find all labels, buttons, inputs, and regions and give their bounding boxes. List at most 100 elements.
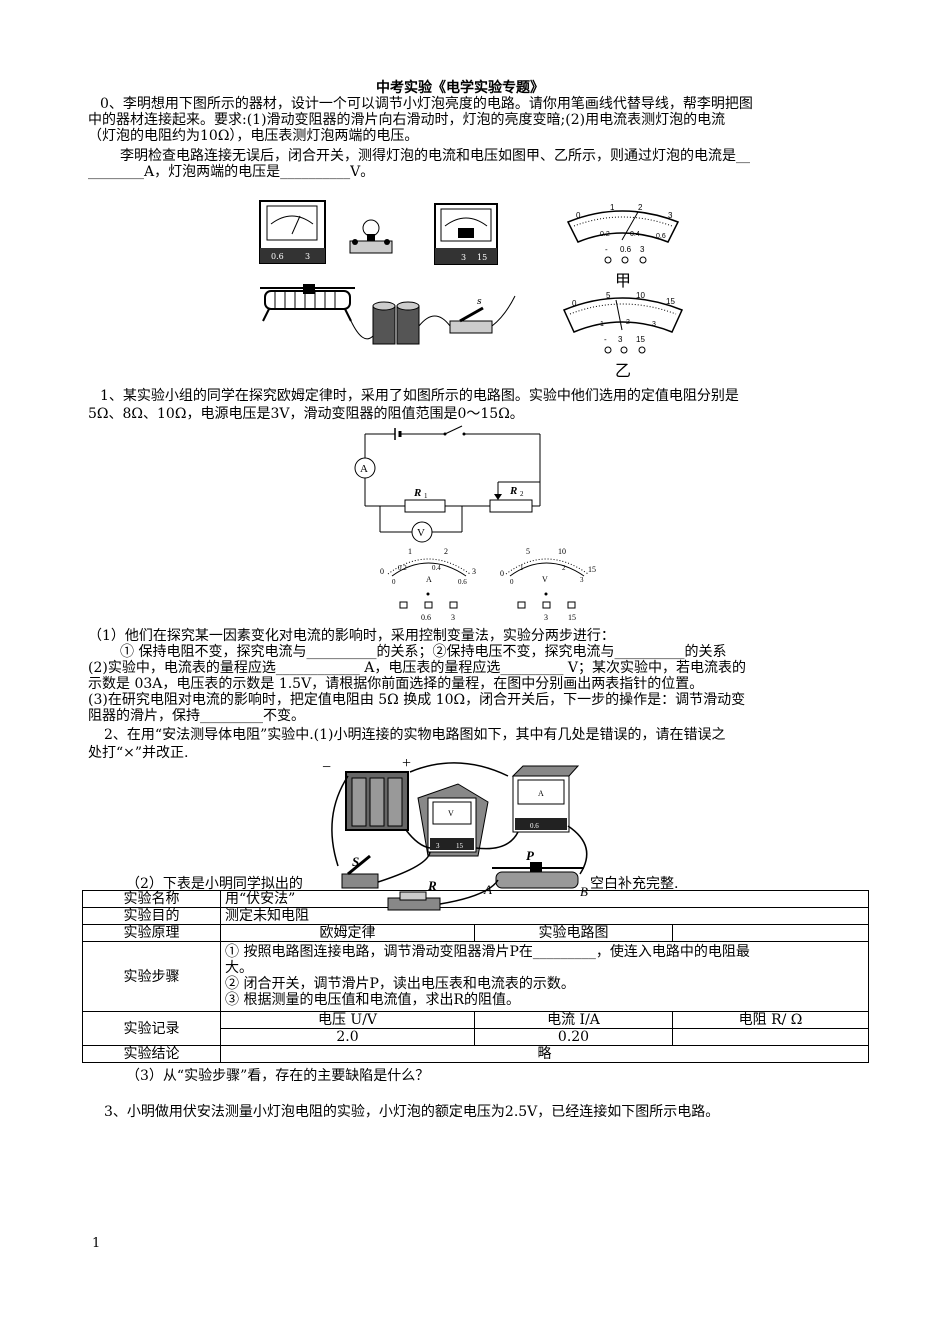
resistor-real: R (387, 878, 441, 911)
q1-part1: （1）他们在探究某一因素变化对电流的影响时，采用控制变量法，实验分两步进行： (88, 628, 615, 644)
svg-text:15: 15 (666, 297, 675, 306)
row-steps-header: 实验步骤 (82, 941, 221, 1012)
record-col-resistance: 电阻 R/ Ω (671, 1011, 870, 1029)
svg-text:3: 3 (580, 576, 584, 584)
svg-text:-: - (604, 335, 607, 344)
q1-meter-dials: 1 2 0 0.2 0.4 0.6 0 3 A 0.6 3 5 10 (378, 544, 608, 626)
q1-part3-line2: 阻器的滑片，保持_________不变。 (88, 708, 305, 724)
r2-label: R (509, 485, 517, 497)
svg-text:3: 3 (618, 335, 623, 344)
switch-blade (444, 425, 463, 435)
row-conclusion-header: 实验结论 (82, 1045, 221, 1063)
r1-resistor (404, 499, 446, 513)
voltmeter-symbol-label: V (417, 527, 425, 539)
voltmeter-device: 3 15 (434, 203, 498, 265)
voltmeter-dial: 5 10 0 1 2 3 0 15 V 3 15 (500, 547, 596, 622)
row-principle-diagram-label: 实验电路图 (474, 924, 673, 942)
rheostat-label-p: P (526, 848, 535, 863)
svg-text:15: 15 (588, 565, 596, 574)
svg-text:15: 15 (568, 613, 576, 622)
step-2: ② 闭合开关，调节滑片P，读出电压表和电流表的示数。 (225, 976, 575, 992)
svg-text:15: 15 (456, 842, 464, 850)
svg-text:0.4: 0.4 (630, 231, 640, 238)
svg-text:0.6: 0.6 (620, 245, 632, 254)
svg-text:2: 2 (626, 319, 630, 326)
q1-part2-line2: 示数是 03A，电压表的示数是 1.5V，请根据你前面选择的量程，在图中分别画出… (88, 676, 704, 692)
row-name-header: 实验名称 (82, 890, 221, 908)
r2-rheostat (489, 499, 533, 513)
row-steps-content: ① 按照电路图连接电路，调节滑动变阻器滑片P在_________，使连入电路中的… (219, 941, 870, 1012)
panel-label-06: 0.6 (271, 252, 284, 261)
svg-text:3: 3 (544, 613, 548, 622)
q0-line2: 中的器材连接起来。要求:(1)滑动变阻器的滑片向右滑动时，灯泡的亮度变暗;(2)… (88, 112, 726, 128)
rheostat-device (260, 284, 355, 322)
ammeter-device: 0.6 3 (259, 200, 326, 264)
panel-label-3a: 3 (305, 252, 310, 261)
q2-real-circuit-figure: − + V 3 15 A 0.6 (318, 756, 608, 916)
record-col-current: 电流 I/A (474, 1011, 673, 1029)
svg-text:2: 2 (638, 203, 643, 212)
voltmeter-real: V 3 15 (417, 783, 489, 857)
q1-part3-line1: (3)在研究电阻对电流的影响时，把定值电阻由 5Ω 换成 10Ω，闭合开关后，下… (88, 692, 746, 708)
voltmeter-dial-yi: 0 5 10 15 1 2 3 - 3 15 (562, 291, 684, 354)
row-principle-header: 实验原理 (82, 924, 221, 942)
svg-text:V: V (448, 809, 454, 818)
svg-text:5: 5 (606, 291, 611, 300)
battery-device (372, 301, 420, 345)
svg-text:2: 2 (520, 490, 524, 498)
svg-text:2: 2 (444, 547, 448, 556)
svg-text:10: 10 (558, 547, 566, 556)
panel-label-15: 15 (477, 253, 487, 262)
svg-text:0.2: 0.2 (600, 231, 610, 238)
svg-text:-: - (605, 245, 608, 254)
svg-text:0.6: 0.6 (421, 613, 431, 622)
experiment-table: 实验名称 用“伏安法” 实验目的 测定未知电阻 实验原理 欧姆定律 实验电路图 … (82, 890, 870, 1063)
q2-part3: （3）从“实验步骤”看，存在的主要缺陷是什么？ (126, 1068, 430, 1084)
battery-minus: − (322, 759, 331, 776)
q0-line1: 0、李明想用下图所示的器材，设计一个可以调节小灯泡亮度的电路。请你用笔画线代替导… (100, 96, 753, 112)
q0-dials-figure: 0 1 2 3 0.2 0.4 0.6 - 0.6 3 甲 0 (560, 200, 690, 380)
svg-text:3: 3 (668, 211, 673, 220)
ammeter-dial-jia: 0 1 2 3 0.2 0.4 0.6 - 0.6 3 (566, 203, 680, 264)
label-yi: 乙 (615, 361, 631, 380)
record-col-voltage: 电压 U/V (220, 1011, 475, 1029)
q1-circuit-diagram: A R 1 R 2 V (350, 424, 550, 544)
r1-label: R (413, 487, 421, 499)
svg-text:0: 0 (510, 578, 514, 586)
switch-device: s (449, 297, 493, 334)
q0-line4: 李明检查电路连接无误后，闭合开关，测得灯泡的电流和电压如图甲、乙所示，则通过灯泡… (120, 148, 750, 164)
svg-text:1: 1 (424, 492, 428, 500)
label-jia: 甲 (615, 271, 631, 290)
q2-line1: 2、在用“安法测导体电阻”实验中.(1)小明连接的实物电路图如下，其中有几处是错… (104, 727, 726, 743)
row-principle-value: 欧姆定律 (220, 924, 475, 942)
svg-text:10: 10 (636, 291, 645, 300)
ammeter-dial: 1 2 0 0.2 0.4 0.6 0 3 A 0.6 3 (380, 547, 476, 622)
row-principle-diagram-cell (671, 924, 870, 942)
svg-text:0: 0 (380, 567, 384, 576)
svg-text:0: 0 (576, 211, 581, 220)
svg-text:3: 3 (436, 842, 440, 850)
rheostat-label-b: B (580, 884, 588, 899)
ammeter-dial-unit: A (426, 575, 432, 584)
svg-text:0: 0 (500, 569, 504, 578)
svg-text:3: 3 (640, 245, 645, 254)
panel-label-3v: 3 (461, 253, 466, 262)
svg-text:1: 1 (610, 203, 615, 212)
q2-part2-intro-left: （2）下表是小明同学拟出的 (126, 876, 303, 892)
record-voltage-value: 2.0 (220, 1028, 475, 1046)
svg-text:1: 1 (408, 547, 412, 556)
rheostat-real: P A B (483, 848, 588, 899)
q1-part2-line1: (2)实验中，电流表的量程应选____________ A，电压表的量程应选__… (88, 660, 746, 676)
switch-label-s: S (352, 854, 359, 869)
q0-apparatus-figure: 0.6 3 3 15 (255, 196, 525, 356)
q1-part1-items: ① 保持电阻不变，探究电流与__________的关系；②保持电压不变，探究电流… (120, 644, 727, 660)
svg-text:0: 0 (572, 299, 577, 308)
q0-line5: ________A，灯泡两端的电压是__________V。 (88, 164, 375, 180)
ammeter-symbol-label: A (360, 463, 368, 475)
battery-pack: − + (322, 756, 411, 831)
row-purpose-header: 实验目的 (82, 907, 221, 925)
svg-text:A: A (538, 789, 544, 798)
svg-text:3: 3 (652, 321, 656, 328)
q2-part2-intro-right: 空白补充完整. (590, 876, 679, 892)
